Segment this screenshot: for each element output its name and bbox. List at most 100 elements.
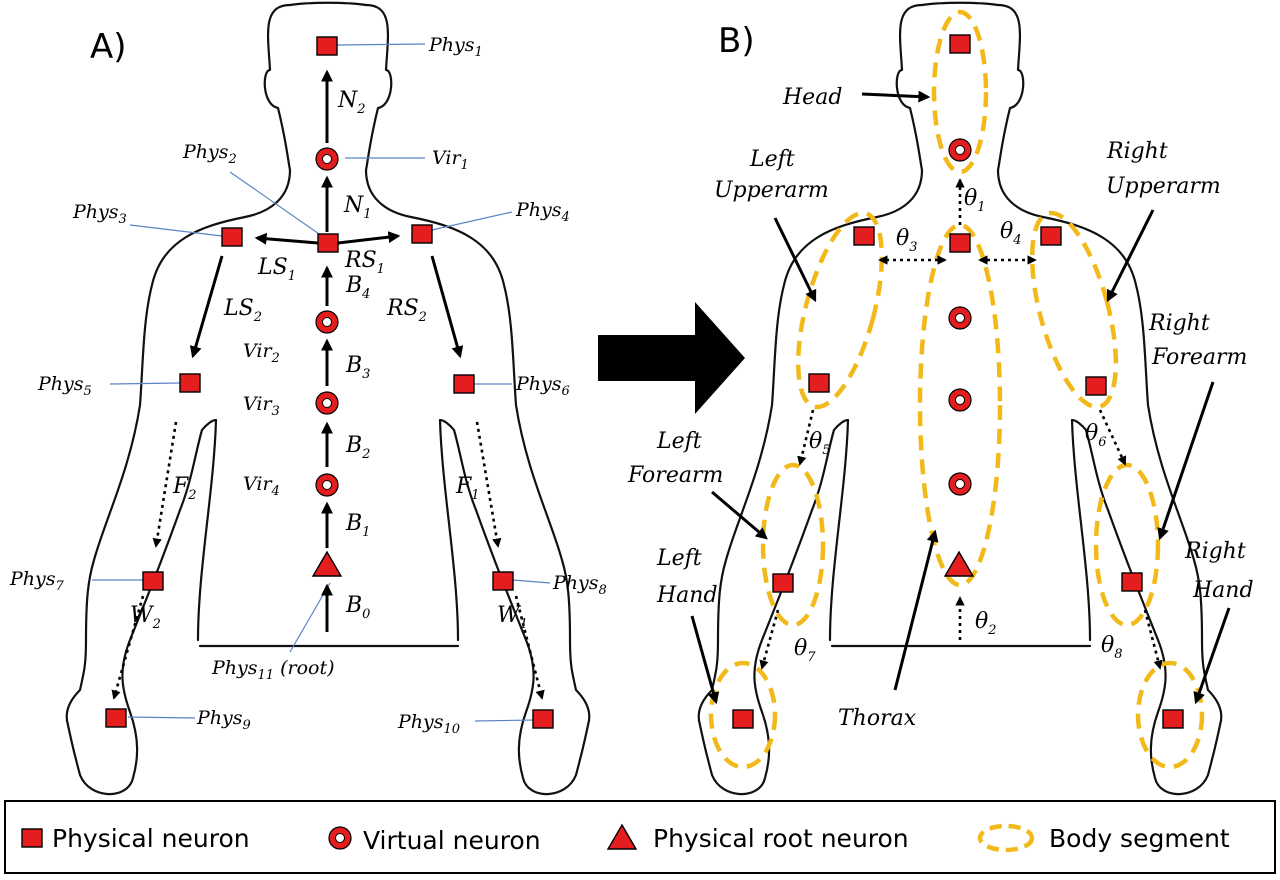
label-left-forearm-2: Forearm: [627, 463, 723, 488]
neuron-b-right-wrist: [1121, 572, 1143, 592]
label-phys7: Phys7: [9, 568, 65, 594]
angle-label-t2: θ2: [975, 609, 997, 638]
legend-virtual-label: Virtual neuron: [363, 826, 541, 855]
edge-label-b0: B0: [345, 593, 370, 622]
segment-right-forearm: [1093, 462, 1161, 628]
neuron-b-vir3: [948, 388, 972, 412]
neuron-b-neck: [949, 233, 971, 253]
neuron-b-vir1: [948, 138, 972, 162]
edge-label-n1: N1: [343, 193, 372, 222]
label-phys8: Phys8: [552, 572, 607, 598]
label-phys11: Phys11 (root): [211, 657, 335, 683]
neuron-phys8: [492, 571, 514, 591]
label-right-upperarm-1: Right: [1106, 139, 1168, 164]
label-left-hand-1: Left: [656, 546, 702, 571]
neuron-b-left-shoulder: [853, 226, 875, 246]
angle-label-t5: θ5: [809, 429, 831, 458]
label-phys4: Phys4: [515, 199, 570, 225]
label-phys6: Phys6: [515, 373, 570, 399]
segment-left-upperarm: [795, 210, 885, 410]
label-phys10: Phys10: [397, 711, 460, 737]
edge-label-b4: B4: [345, 273, 370, 302]
neuron-b-left-hand: [732, 709, 754, 729]
legend-segment-icon: [977, 823, 1035, 853]
legend-physical-icon: [21, 828, 43, 848]
neuron-phys4: [411, 224, 433, 244]
edge-label-b3: B3: [345, 353, 370, 382]
label-right-forearm-1: Right: [1148, 311, 1210, 336]
label-phys9: Phys9: [196, 707, 251, 733]
label-right-hand-1: Right: [1184, 539, 1246, 564]
label-phys5: Phys5: [37, 373, 92, 399]
angle-label-t4: θ4: [1000, 219, 1022, 248]
neuron-phys10: [532, 709, 554, 729]
label-phys1: Phys1: [428, 34, 483, 60]
label-right-forearm-2: Forearm: [1151, 345, 1247, 370]
label-vir3: Vir3: [243, 393, 280, 419]
label-thorax: Thorax: [838, 706, 917, 731]
edge-label-b1: B1: [345, 511, 370, 540]
segment-head: [931, 9, 989, 175]
neuron-phys11-root: [311, 550, 343, 577]
legend-physical-label: Physical neuron: [52, 824, 250, 853]
label-left-upperarm-1: Left: [749, 147, 795, 172]
label-vir1: Vir1: [432, 147, 469, 173]
neuron-vir1: [315, 147, 339, 171]
edge-label-rs1: RS1: [344, 248, 385, 277]
angle-arrows-b: [759, 178, 1163, 670]
panel-a: A): [9, 1, 607, 796]
neuron-b-left-wrist: [772, 573, 794, 593]
segment-left-hand: [708, 660, 778, 770]
legend-virtual-icon: [328, 826, 352, 850]
label-head: Head: [782, 85, 842, 110]
segment-right-upperarm: [1029, 210, 1119, 410]
neuron-vir3: [315, 391, 339, 415]
angle-label-t3: θ3: [896, 226, 918, 255]
transform-arrow-icon: [598, 302, 745, 414]
legend-root-label: Physical root neuron: [653, 824, 909, 853]
neuron-phys6: [453, 374, 475, 394]
panel-a-label: A): [90, 27, 127, 67]
edge-label-f1: F1: [455, 474, 480, 503]
segment-right-hand: [1135, 660, 1205, 770]
edge-label-ls1: LS1: [257, 255, 296, 284]
label-left-forearm-1: Left: [656, 429, 702, 454]
label-right-upperarm-2: Upperarm: [1106, 174, 1221, 199]
label-left-hand-2: Hand: [656, 583, 718, 608]
neuron-vir2: [315, 310, 339, 334]
label-vir4: Vir4: [243, 473, 280, 499]
edge-label-w1: W1: [497, 603, 528, 632]
edge-label-f2: F2: [172, 474, 197, 503]
segment-labels-b: Head Left Upperarm Right Upperarm Right …: [627, 85, 1254, 731]
label-phys2: Phys2: [182, 141, 237, 167]
neuron-phys5: [179, 373, 201, 393]
neuron-phys1: [316, 36, 338, 56]
callout-arrows-b: [690, 90, 1231, 705]
legend-root-icon: [606, 823, 638, 850]
edge-labels-a: N2 N1 LS1 RS1 B4 LS2 RS2 B3 B2 F2 F1 B1 …: [130, 88, 528, 632]
leader-lines-a: [92, 43, 551, 722]
angle-labels-b: θ1 θ3 θ4 θ5 θ6 θ2 θ7 θ8: [794, 186, 1123, 665]
neuron-b-vir2: [948, 306, 972, 330]
angle-label-t7: θ7: [794, 636, 816, 665]
label-right-hand-2: Hand: [1192, 578, 1254, 603]
label-phys3: Phys3: [72, 201, 127, 227]
angle-label-t8: θ8: [1101, 633, 1123, 662]
segment-thorax: [917, 222, 1003, 588]
neuron-b-right-hand: [1162, 709, 1184, 729]
edge-label-ls2: LS2: [223, 296, 262, 325]
neuron-b-right-elbow: [1085, 376, 1107, 396]
panel-b-label: B): [718, 21, 755, 61]
neurons-b: [732, 34, 1184, 729]
angle-label-t1: θ1: [964, 186, 986, 215]
edge-label-rs2: RS2: [386, 296, 427, 325]
node-labels-a: Phys1 Phys2 Vir1 Phys3 Phys4 Vir2 Phys5 …: [9, 34, 607, 737]
neuron-b-head: [949, 34, 971, 54]
label-vir2: Vir2: [243, 340, 280, 366]
neuron-vir4: [315, 473, 339, 497]
neuron-b-root: [943, 550, 975, 577]
neurons-a: [105, 36, 554, 729]
segment-left-forearm: [760, 462, 826, 628]
edges-a: [111, 69, 545, 700]
